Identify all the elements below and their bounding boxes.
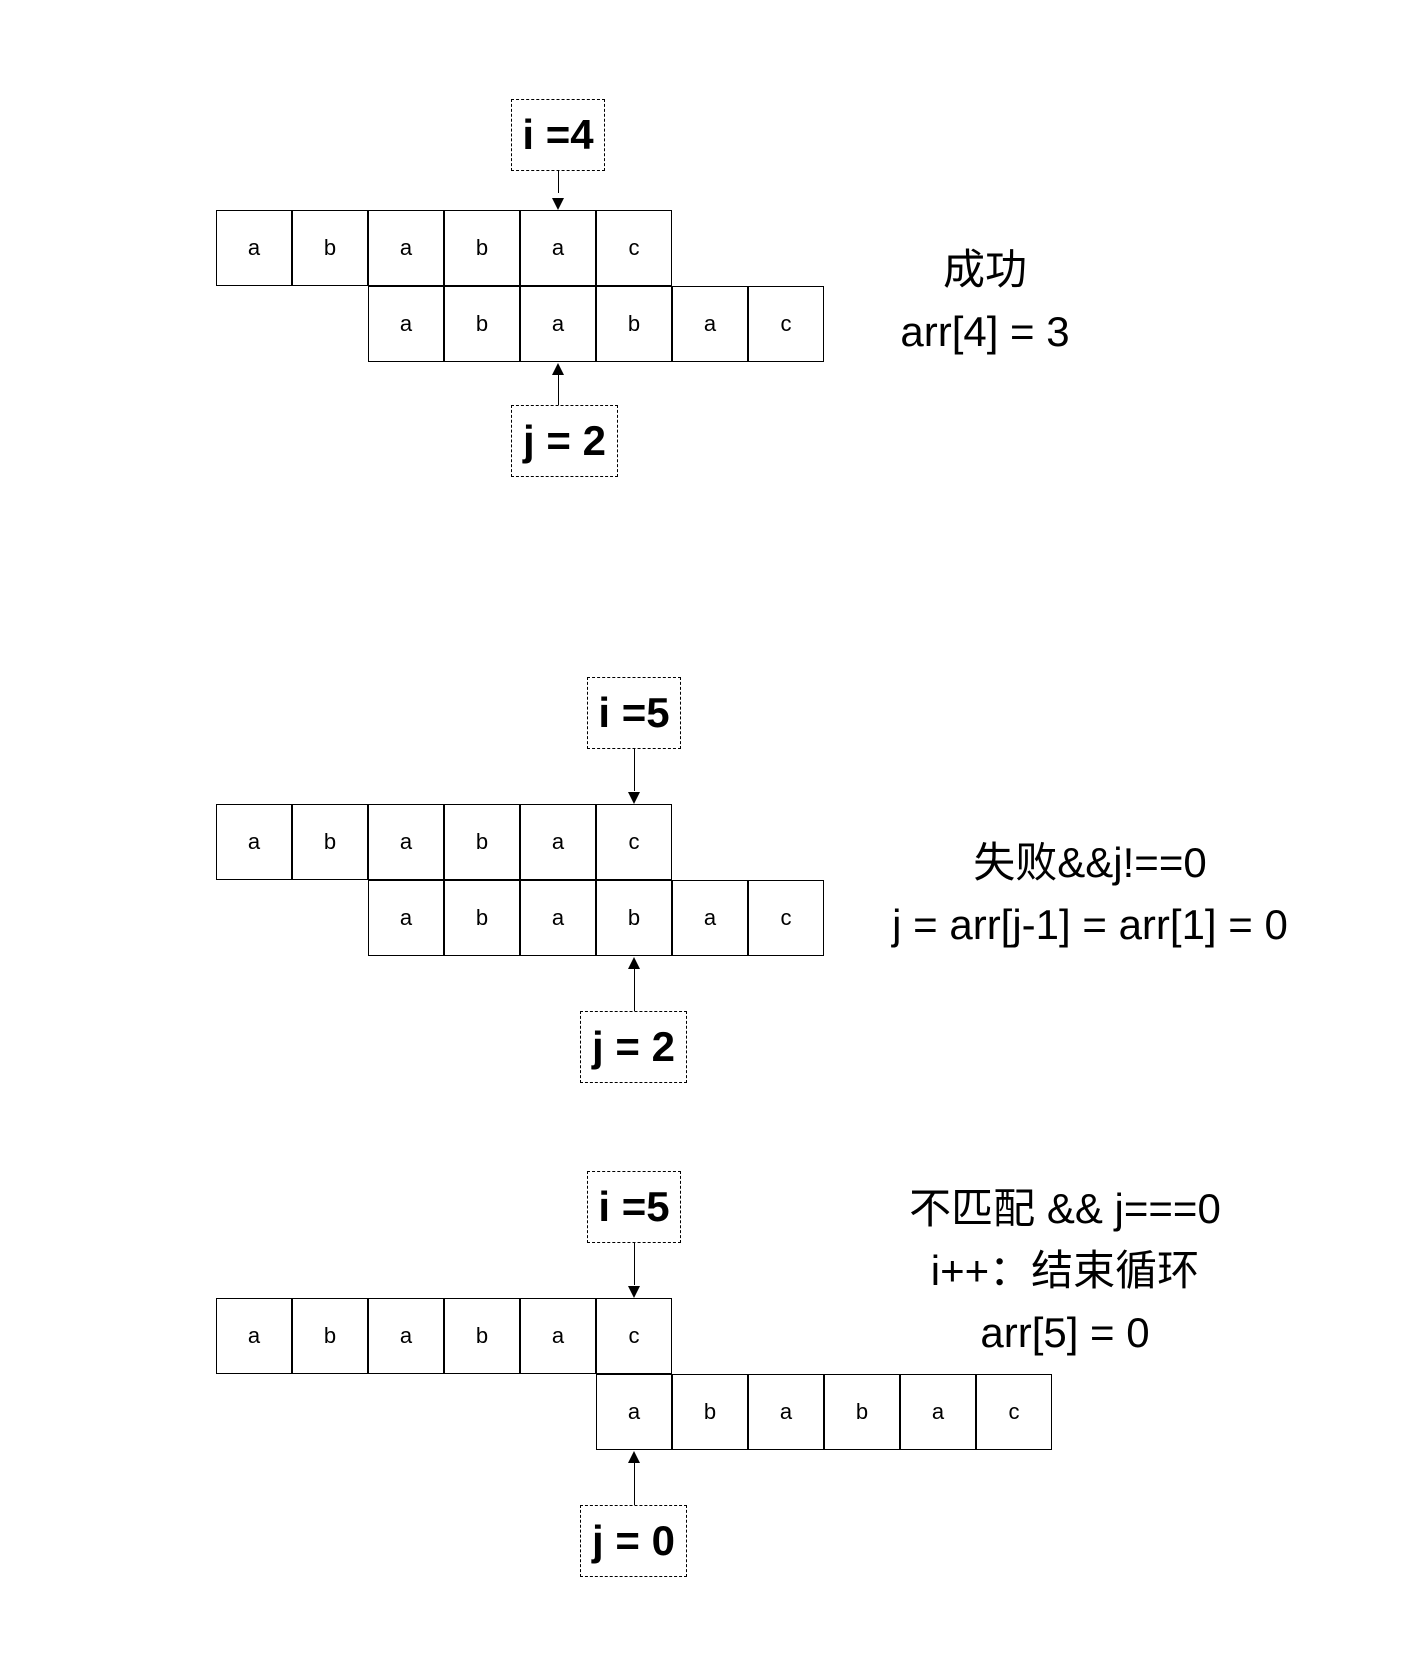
pattern-cell: c: [748, 880, 824, 956]
pattern-row: a b a b a c: [368, 880, 824, 956]
pattern-cell: a: [520, 286, 596, 362]
i-pointer-label: i =4: [522, 111, 594, 158]
j-pointer-label: j = 0: [592, 1517, 675, 1564]
text-cell: b: [444, 1298, 520, 1374]
caption-line: 失败&&j!==0: [973, 839, 1207, 886]
i-pointer-arrowhead: [552, 198, 564, 210]
pattern-cell: a: [368, 880, 444, 956]
i-pointer-arrow-line: [558, 171, 559, 193]
caption-line: 不匹配 && j===0: [909, 1185, 1221, 1232]
caption-line: j = arr[j-1] = arr[1] = 0: [892, 901, 1288, 948]
j-pointer-arrow-line: [634, 1458, 635, 1505]
i-pointer-box: i =5: [587, 677, 681, 749]
step-caption: 成功 arr[4] = 3: [835, 239, 1135, 363]
text-cell: c: [596, 210, 672, 286]
pattern-cell: a: [672, 880, 748, 956]
text-cell: b: [292, 1298, 368, 1374]
text-cell: a: [368, 1298, 444, 1374]
i-pointer-arrowhead: [628, 792, 640, 804]
caption-line: 成功: [942, 246, 1027, 293]
i-pointer-label: i =5: [598, 1183, 670, 1230]
i-pointer-arrowhead: [628, 1286, 640, 1298]
pattern-cell: b: [824, 1374, 900, 1450]
pattern-cell: a: [368, 286, 444, 362]
pattern-row: a b a b a c: [596, 1374, 1052, 1450]
pattern-cell: b: [596, 880, 672, 956]
j-pointer-label: j = 2: [592, 1023, 675, 1070]
text-cell: a: [368, 804, 444, 880]
caption-line: arr[4] = 3: [900, 308, 1070, 355]
j-pointer-arrowhead: [628, 1451, 640, 1463]
pattern-row: a b a b a c: [368, 286, 824, 362]
panel-2: i =5 a b a b a c a b a b a c j = 2 失败&&j…: [216, 677, 1330, 1083]
text-row: a b a b a c: [216, 1298, 672, 1374]
pattern-cell: a: [672, 286, 748, 362]
pattern-cell: c: [976, 1374, 1052, 1450]
text-cell: a: [368, 210, 444, 286]
text-cell: a: [216, 804, 292, 880]
text-cell: b: [292, 210, 368, 286]
i-pointer-arrow-line: [634, 1243, 635, 1285]
pattern-cell: c: [748, 286, 824, 362]
text-cell: a: [520, 1298, 596, 1374]
pattern-cell: a: [520, 880, 596, 956]
j-pointer-box: j = 0: [580, 1505, 687, 1577]
j-pointer-arrowhead: [552, 363, 564, 375]
j-pointer-box: j = 2: [580, 1011, 687, 1083]
pattern-cell: a: [900, 1374, 976, 1450]
pattern-cell: b: [672, 1374, 748, 1450]
j-pointer-box: j = 2: [511, 405, 618, 477]
text-cell: b: [444, 210, 520, 286]
j-pointer-arrow-line: [634, 964, 635, 1011]
step-caption: 失败&&j!==0 j = arr[j-1] = arr[1] = 0: [850, 832, 1330, 956]
panel-1: i =4 a b a b a c a b a b a c j = 2 成功 ar…: [0, 0, 1410, 520]
text-row: a b a b a c: [216, 804, 672, 880]
text-cell: a: [520, 804, 596, 880]
text-cell: c: [596, 804, 672, 880]
text-row: a b a b a c: [216, 210, 672, 286]
caption-line: i++：结束循环: [930, 1247, 1200, 1294]
text-cell: a: [520, 210, 596, 286]
j-pointer-arrow-line: [558, 370, 559, 405]
i-pointer-box: i =4: [511, 99, 605, 171]
j-pointer-arrowhead: [628, 957, 640, 969]
text-cell: a: [216, 1298, 292, 1374]
j-pointer-label: j = 2: [523, 417, 606, 464]
i-pointer-label: i =5: [598, 689, 670, 736]
pattern-cell: b: [444, 880, 520, 956]
pattern-cell: a: [748, 1374, 824, 1450]
pattern-cell: b: [444, 286, 520, 362]
text-cell: c: [596, 1298, 672, 1374]
pattern-cell: b: [596, 286, 672, 362]
pattern-cell: a: [596, 1374, 672, 1450]
text-cell: b: [292, 804, 368, 880]
i-pointer-box: i =5: [587, 1171, 681, 1243]
i-pointer-arrow-line: [634, 749, 635, 791]
text-cell: b: [444, 804, 520, 880]
text-cell: a: [216, 210, 292, 286]
caption-line: arr[5] = 0: [980, 1309, 1150, 1356]
step-caption: 不匹配 && j===0 i++：结束循环 arr[5] = 0: [865, 1178, 1265, 1364]
